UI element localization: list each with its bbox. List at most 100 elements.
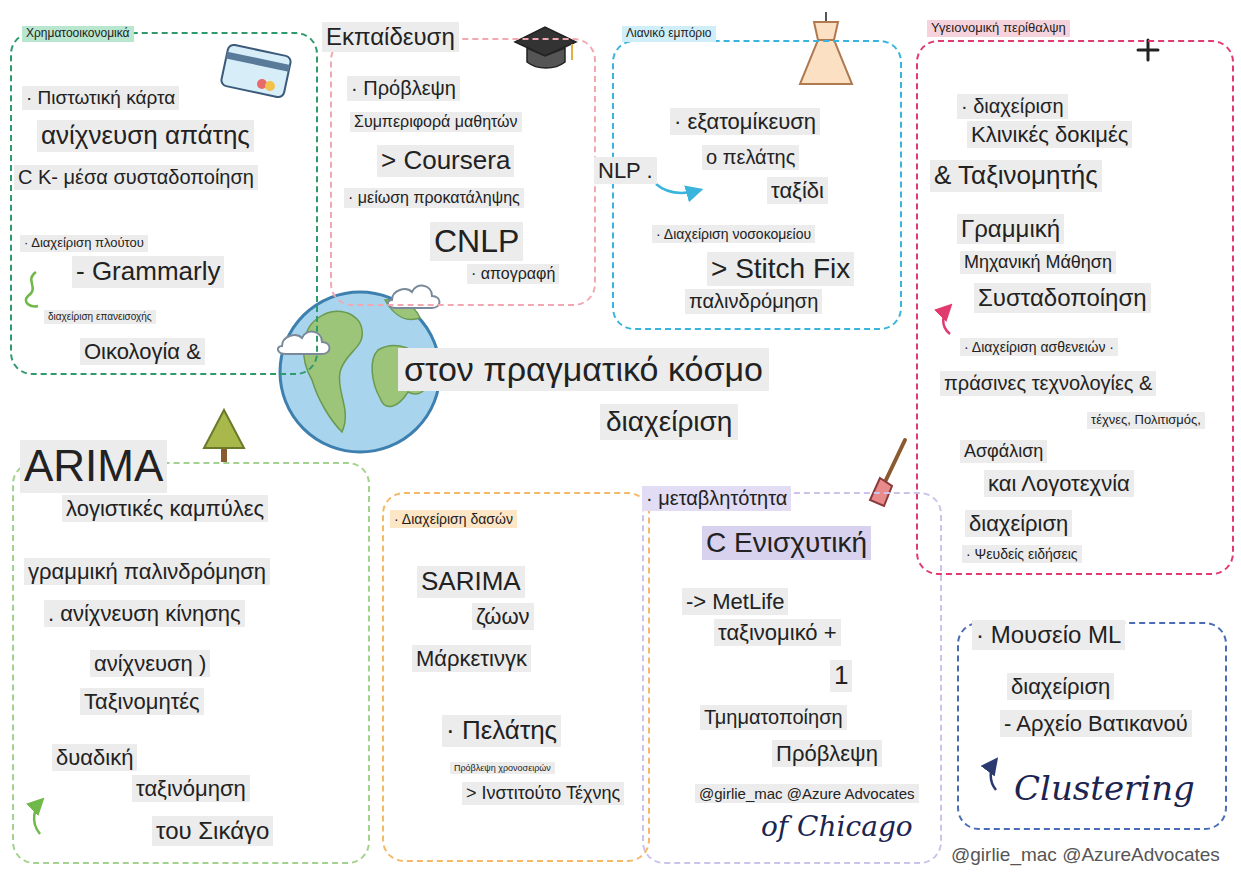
region-text: λογιστικές καμπύλες bbox=[62, 495, 268, 522]
region-text: of Chicago bbox=[757, 810, 917, 844]
credit-card-icon bbox=[220, 44, 291, 98]
credit-card-icon bbox=[226, 52, 290, 72]
region-text: Οικολογία & bbox=[80, 338, 205, 365]
region-text: · Πελάτης bbox=[442, 715, 561, 747]
region-text: -> MetLife bbox=[682, 588, 788, 615]
watermark: @girlie_mac @AzureAdvocates bbox=[945, 842, 1226, 868]
graduation-cap-icon bbox=[515, 27, 576, 56]
region-text: Μάρκετινγκ bbox=[412, 645, 531, 672]
region-text: Ταξινομητές bbox=[80, 688, 204, 715]
region-text: ανίχνευση απάτης bbox=[37, 120, 254, 152]
region-text: Μηχανική Μάθηση bbox=[960, 251, 1116, 274]
region-text: · Διαχείριση νοσοκομείου bbox=[652, 225, 815, 243]
graduation-cap-icon bbox=[515, 27, 576, 68]
region-text: · διαχείριση bbox=[957, 94, 1068, 119]
credit-card-icon bbox=[265, 81, 275, 91]
graduation-cap-icon bbox=[571, 44, 573, 60]
region-text: > Stitch Fix bbox=[707, 252, 854, 286]
region-text: παλινδρόμηση bbox=[685, 289, 822, 314]
region-text: Clustering bbox=[1010, 768, 1199, 809]
region-text: πράσινες τεχνολογίες & bbox=[940, 371, 1156, 396]
sketch-arrow bbox=[34, 800, 42, 834]
region-text: ταξίδι bbox=[767, 177, 828, 204]
region-heading: ARIMA bbox=[20, 440, 167, 493]
region-text: Συμπεριφορά μαθητών bbox=[350, 112, 522, 132]
region-text: τέχνες, Πολιτισμός, bbox=[1087, 412, 1205, 429]
region-text: διαχείριση επανεισοχής bbox=[44, 310, 156, 324]
subtitle-label: διαχείριση bbox=[600, 404, 738, 440]
region-text: NLP . bbox=[594, 157, 657, 184]
region-text: ανίχνευση ) bbox=[90, 650, 210, 677]
region-text: 1 bbox=[830, 660, 852, 692]
region-text: · Διαχείριση ασθενειών · bbox=[960, 338, 1118, 356]
region-text: Ασφάλιση bbox=[960, 440, 1047, 463]
topic-region: Υγειονομική περίθαλψη· διαχείρισηΚλινικέ… bbox=[916, 40, 1234, 575]
dress-icon bbox=[800, 22, 852, 84]
plus-symbol bbox=[1138, 49, 1158, 52]
region-heading: Εκπαίδευση bbox=[322, 22, 459, 52]
region-text: & Ταξινομητής bbox=[930, 160, 1102, 192]
tree-icon bbox=[204, 410, 244, 448]
sketch-arrow bbox=[991, 760, 996, 790]
region-text: CNLP bbox=[430, 222, 523, 261]
region-text: - Grammarly bbox=[72, 256, 224, 288]
region-text: > Coursera bbox=[377, 145, 514, 177]
region-heading: · Διαχείριση δασών bbox=[390, 510, 517, 528]
region-text: · μείωση προκατάληψης bbox=[344, 188, 524, 208]
region-text: · απογραφή bbox=[467, 264, 559, 284]
region-text: > Ινστιτούτο Τέχνης bbox=[462, 782, 624, 805]
region-text: γραμμική παλινδρόμηση bbox=[24, 558, 270, 585]
region-text: C Ενισχυτική bbox=[702, 526, 871, 560]
sketch-arrow bbox=[26, 184, 996, 834]
region-heading: · Μουσείο ML bbox=[972, 620, 1125, 650]
graduation-cap-icon bbox=[527, 48, 565, 68]
dress-icon bbox=[825, 12, 827, 22]
region-text: δυαδική bbox=[52, 744, 137, 771]
region-text: Γραμμική bbox=[957, 214, 1064, 244]
topic-region: · Μουσείο ML διαχείριση - Αρχείο Βατικανού… bbox=[957, 622, 1227, 830]
cloud-illustration bbox=[278, 286, 440, 354]
sketch-arrow bbox=[656, 184, 700, 193]
region-text: @girlie_mac @Azure Advocates bbox=[695, 784, 919, 803]
region-text: C K- μέσα συσταδοποίηση bbox=[14, 165, 258, 190]
region-heading: Χρηματοοικονομικά bbox=[22, 26, 134, 42]
region-text: Τμηματοποίηση bbox=[700, 705, 847, 730]
topic-region: · μεταβλητότηταC Ενισχυτική-> MetLifeταξ… bbox=[642, 492, 942, 864]
region-text: ταξινόμηση bbox=[132, 775, 250, 802]
brush-icon bbox=[885, 440, 905, 482]
region-text: διαχείριση bbox=[965, 510, 1072, 537]
sketch-arrow bbox=[26, 272, 38, 306]
region-text: διαχείριση bbox=[1007, 673, 1114, 700]
credit-card-icon bbox=[220, 44, 291, 98]
diagram-title: στον πραγματικό κόσμο bbox=[398, 348, 769, 391]
region-text: · Πρόβλεψη bbox=[347, 76, 460, 101]
region-text: Συσταδοποίηση bbox=[974, 283, 1151, 313]
topic-region: Εκπαίδευση· ΠρόβλεψηΣυμπεριφορά μαθητών>… bbox=[330, 38, 596, 306]
region-text: · εξατομίκευση bbox=[670, 108, 820, 135]
dress-icon bbox=[800, 12, 852, 84]
region-text: του Σικάγο bbox=[152, 816, 273, 846]
topic-region: Χρηματοοικονομικά· Πιστωτική κάρταανίχνε… bbox=[10, 32, 318, 375]
region-text: · Πιστωτική κάρτα bbox=[22, 86, 179, 110]
region-text: - Αρχείο Βατικανού bbox=[1000, 710, 1192, 737]
region-text: και Λογοτεχνία bbox=[984, 470, 1134, 497]
plus-symbol bbox=[1138, 40, 1158, 60]
globe-illustration bbox=[304, 311, 363, 432]
cloud-illustration bbox=[278, 332, 330, 354]
topic-region: Λιανικό εμπόριο· εξατομίκευσηο πελάτηςτα… bbox=[612, 40, 902, 330]
region-text: ο πελάτης bbox=[702, 145, 799, 170]
region-text: Κλινικές δοκιμές bbox=[967, 121, 1132, 148]
region-heading: · μεταβλητότητα bbox=[642, 486, 791, 511]
brush-icon bbox=[870, 440, 905, 506]
region-text: SARIMA bbox=[417, 566, 525, 598]
region-text: Πρόβλεψη bbox=[772, 740, 882, 767]
region-text: · Ψευδείς ειδήσεις bbox=[962, 545, 1082, 563]
sketch-arrow bbox=[943, 306, 950, 334]
topic-region: ARIMAλογιστικές καμπύλεςγραμμική παλινδρ… bbox=[12, 462, 370, 864]
region-text: ταξινομικό + bbox=[714, 619, 841, 646]
region-text: ζώων bbox=[472, 603, 534, 630]
region-text: Πρόβλεψη χρονοσειρών bbox=[450, 762, 555, 774]
region-heading: Λιανικό εμπόριο bbox=[622, 26, 716, 42]
region-text: . ανίχνευση κίνησης bbox=[44, 600, 245, 627]
